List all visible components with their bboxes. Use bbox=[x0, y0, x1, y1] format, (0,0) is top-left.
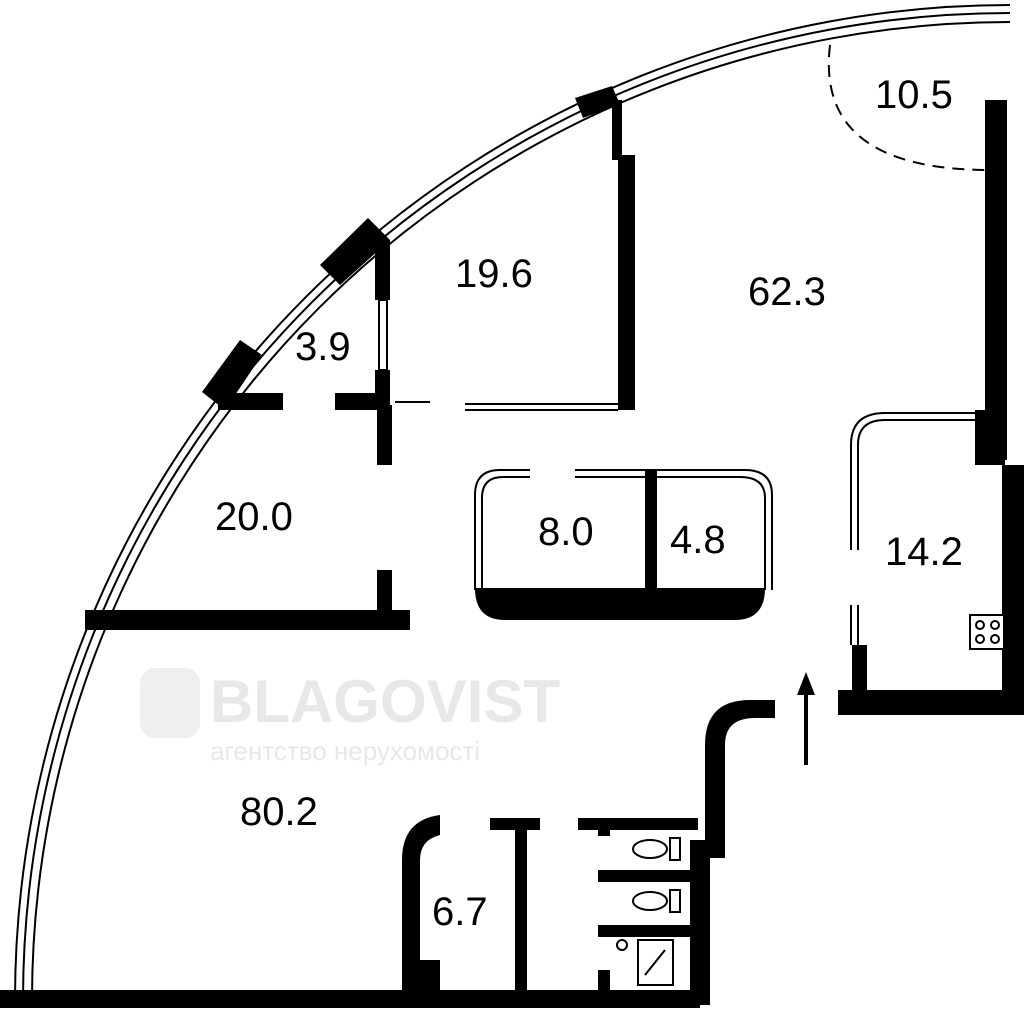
curved-exterior-wall bbox=[14, 4, 1011, 1001]
watermark-logo bbox=[140, 668, 200, 738]
room-area-bedroom-1: 19.6 bbox=[455, 252, 533, 296]
watermark: BLAGOVIST агентство нерухомості bbox=[140, 668, 560, 766]
wall-pier bbox=[202, 340, 262, 410]
room-area-hall: 80.2 bbox=[240, 790, 318, 834]
room-area-storage: 6.7 bbox=[432, 890, 488, 934]
wall-pier bbox=[320, 218, 390, 285]
room-area-bath-2: 4.8 bbox=[670, 518, 726, 562]
room-area-closet: 3.9 bbox=[295, 325, 351, 369]
room-area-bedroom-2: 20.0 bbox=[215, 495, 293, 539]
bathroom-block bbox=[474, 469, 773, 620]
room-area-balcony: 10.5 bbox=[875, 73, 953, 117]
walls bbox=[0, 100, 1024, 1008]
toilet-icon bbox=[632, 837, 681, 861]
shower-icon bbox=[616, 939, 674, 986]
toilet-icon bbox=[632, 889, 681, 913]
wall-pier bbox=[575, 86, 620, 118]
balcony-door-swing bbox=[827, 44, 991, 171]
watermark-brand: BLAGOVIST bbox=[210, 668, 560, 735]
room-area-kitchen: 14.2 bbox=[885, 530, 963, 574]
stove-icon bbox=[969, 614, 1005, 650]
room-area-bath-1: 8.0 bbox=[538, 510, 594, 554]
room-area-living: 62.3 bbox=[748, 270, 826, 314]
entrance-arrow-icon bbox=[797, 672, 815, 765]
watermark-tagline: агентство нерухомості bbox=[210, 736, 480, 766]
